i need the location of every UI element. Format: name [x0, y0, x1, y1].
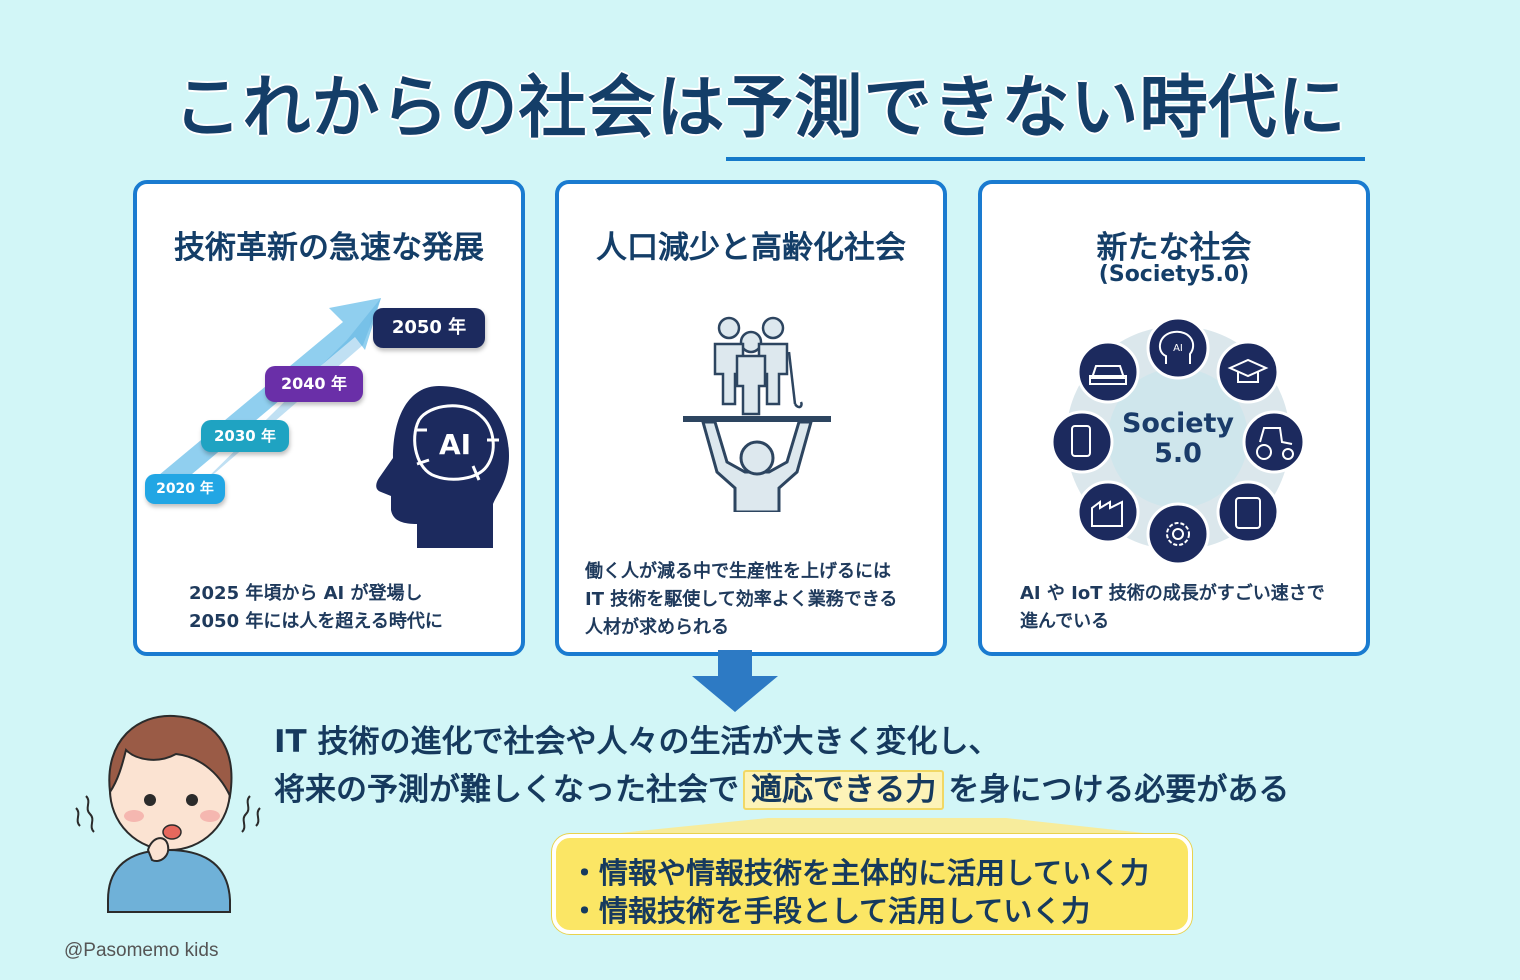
callout-pointer	[570, 818, 1190, 838]
factory-icon	[1076, 480, 1140, 544]
ai-brain-icon: AI	[1146, 316, 1210, 380]
title-emphasis: 予測できない時代に	[725, 52, 1365, 161]
card-subtitle: (Society5.0)	[1098, 262, 1250, 287]
card-description: 働く人が減る中で生産性を上げるには IT 技術を駆使して効率よく業務できる 人材…	[585, 558, 897, 642]
worried-child-illustration	[75, 714, 261, 913]
card-society5: 新たな社会 (Society5.0) Society 5.0 AI	[978, 180, 1370, 656]
ai-head-icon: AI	[376, 386, 509, 548]
card-title: 新たな社会	[1096, 230, 1252, 266]
society-center-line1: Society	[1122, 408, 1234, 439]
society-center-line2: 5.0	[1154, 438, 1202, 469]
desc-line: 2025 年頃から AI が登場し	[189, 583, 423, 604]
ai-badge: AI	[1173, 343, 1183, 354]
skills-callout: ・情報や情報技術を主体的に活用していく力 ・情報技術を手段として活用していく力	[552, 834, 1192, 934]
people-support-icon	[683, 316, 831, 512]
year-tag-2040: 2040 年	[265, 366, 363, 402]
desc-line: 2050 年には人を超える時代に	[189, 611, 443, 632]
year-tag-2030: 2030 年	[201, 420, 289, 452]
year-tag-2050: 2050 年	[373, 308, 485, 348]
down-arrow-icon	[692, 650, 778, 712]
society5-diagram: Society 5.0 AI	[1050, 316, 1306, 566]
conclusion-line2: 将来の予測が難しくなった社会で適応できる力を身につける必要がある	[274, 764, 1290, 810]
card-description: AI や IoT 技術の成長がすごい速さで 進んでいる	[1020, 580, 1325, 636]
tablet-icon	[1216, 480, 1280, 544]
callout-item: ・情報や情報技術を主体的に活用していく力	[570, 856, 1150, 890]
car-icon	[1076, 340, 1140, 404]
card-title: 技術革新の急速な発展	[174, 230, 484, 266]
desc-line: 人材が求められる	[585, 617, 729, 638]
desc-line: 進んでいる	[1020, 611, 1110, 632]
desc-line: AI や IoT 技術の成長がすごい速さで	[1020, 583, 1325, 604]
credit-text: @Pasomemo kids	[64, 940, 219, 961]
card-tech-innovation: 技術革新の急速な発展 2020 年 2030 年 2040 年 2050 年 A…	[133, 180, 525, 656]
conclusion-post: を身につける必要がある	[948, 772, 1290, 808]
conclusion-line1: IT 技術の進化で社会や人々の生活が大きく変化し、	[274, 724, 1000, 760]
callout-item: ・情報技術を手段として活用していく力	[570, 894, 1091, 928]
gear-icon	[1146, 502, 1210, 566]
desc-line: IT 技術を駆使して効率よく業務できる	[585, 589, 898, 610]
page-title: これからの社会は予測できない時代に	[0, 52, 1520, 161]
graduation-cap-icon	[1216, 340, 1280, 404]
highlight-adaptability: 適応できる力	[743, 770, 945, 810]
title-part1: これからの社会は	[173, 69, 726, 148]
card-title: 人口減少と高齢化社会	[596, 230, 906, 266]
tractor-icon	[1242, 410, 1306, 474]
smartphone-icon	[1050, 410, 1114, 474]
desc-line: 働く人が減る中で生産性を上げるには	[585, 561, 891, 582]
card-description: 2025 年頃から AI が登場し 2050 年には人を超える時代に	[189, 580, 443, 636]
card-aging-society: 人口減少と高齢化社会 働く人が減る中で生産性を上げるには IT 技術を駆使して効…	[555, 180, 947, 656]
ai-label: AI	[439, 428, 471, 461]
year-tag-2020: 2020 年	[145, 474, 225, 504]
conclusion-pre: 将来の予測が難しくなった社会で	[274, 772, 739, 808]
